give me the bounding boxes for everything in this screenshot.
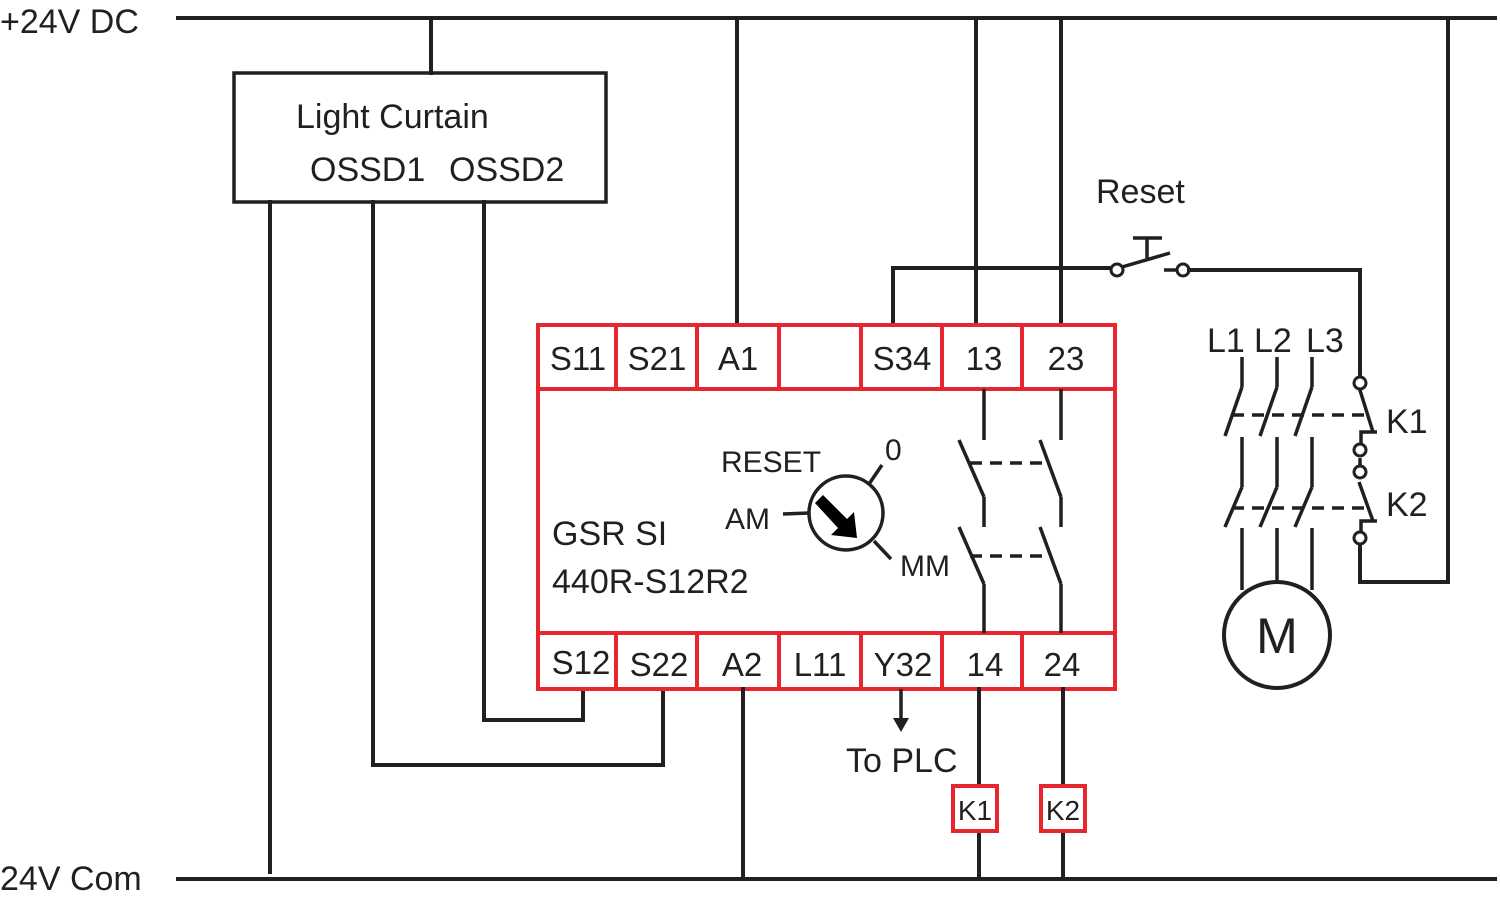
relay-output-contacts [957,389,1063,633]
terminal-s11: S11 [550,340,606,377]
terminal-s12: S12 [552,644,611,681]
coil-k1 [951,784,999,833]
selector-label-mm: MM [900,550,950,583]
selector-label-reset: RESET [721,446,821,479]
s34-reset-wire [891,266,1115,327]
terminal-s22: S22 [630,646,689,683]
terminal-y32: Y32 [874,646,933,683]
selector-arrow-icon [815,495,857,538]
terminal-a1: A1 [718,340,758,377]
coil-k2-label: K2 [1046,795,1080,826]
terminal-s34: S34 [873,340,932,377]
rail-bottom-label: 24V Com [0,860,142,898]
reset-feedback-wire [1187,268,1362,380]
phase-l1-label: L1 [1207,322,1245,360]
terminal-14: 14 [967,646,1004,683]
ossd1-wire [371,200,665,767]
relay-model: 440R-S12R2 [552,563,749,601]
ossd2-wire [482,200,585,722]
terminal-13: 13 [966,340,1003,377]
phase-l3-label: L3 [1306,322,1344,360]
rail-top-label: +24V DC [0,3,139,41]
relay-bottom-terminal-dividers [614,633,1024,689]
selector-label-0: 0 [885,434,902,467]
phase-l2-label: L2 [1254,322,1292,360]
coil-k2 [1039,784,1087,833]
reset-button-label: Reset [1096,173,1185,211]
plc-output-label: To PLC [846,742,958,780]
contactor-main-poles [1223,357,1370,590]
selector-label-am: AM [725,503,770,536]
terminal-23: 23 [1048,340,1085,377]
arrow-down-icon [893,718,909,732]
motor-label: M [1256,608,1298,664]
ossd2-label: OSSD2 [449,151,564,189]
coil-k1-label: K1 [958,795,992,826]
light-curtain-title: Light Curtain [296,98,489,136]
terminal-a2: A2 [722,646,762,683]
ossd1-label: OSSD1 [310,151,425,189]
motor-symbol [1222,580,1332,690]
contactor-k2-label: K2 [1386,486,1428,524]
reset-button-contact [1121,251,1171,269]
reset-terminal-left [1109,262,1125,278]
terminal-l11: L11 [794,646,847,683]
relay-top-terminal-dividers [614,325,1024,389]
relay-name: GSR SI [552,515,667,553]
contactor-feedback-contacts [1352,16,1450,584]
terminal-s21: S21 [628,340,687,377]
light-curtain-box [232,71,608,204]
terminal-24: 24 [1044,646,1081,683]
contactor-k1-label: K1 [1386,403,1428,441]
